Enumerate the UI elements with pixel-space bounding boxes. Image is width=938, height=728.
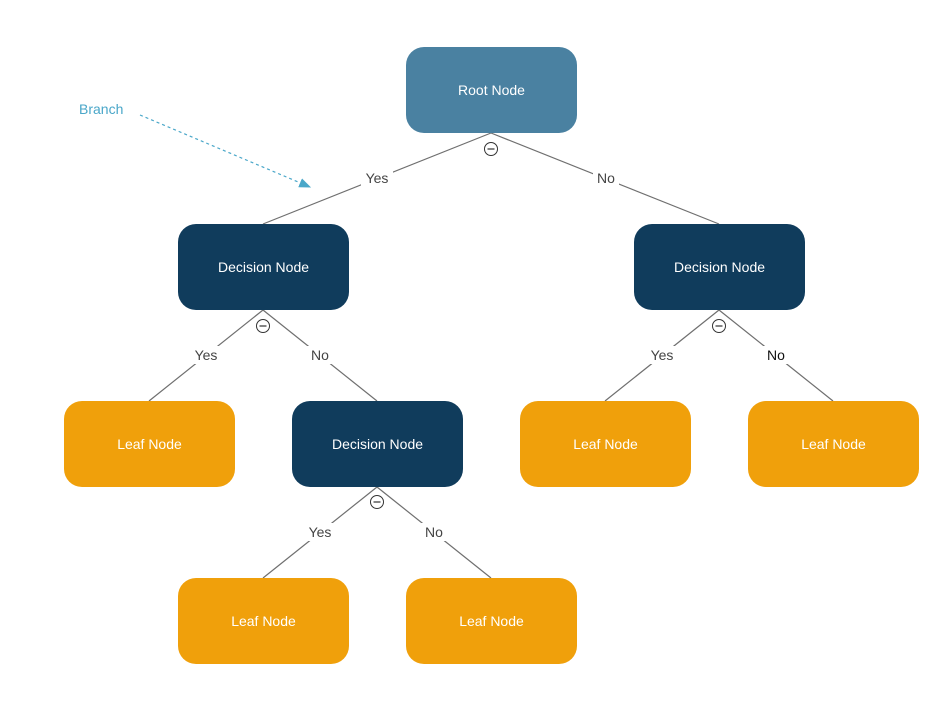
leaf-node-label: Leaf Node bbox=[573, 436, 638, 452]
leaf-node-label: Leaf Node bbox=[459, 613, 524, 629]
branch-label: Branch bbox=[79, 101, 123, 117]
decision-node-label: Decision Node bbox=[331, 436, 424, 452]
edge-label-right-no: No bbox=[767, 347, 785, 363]
leaf-node-4[interactable]: Leaf Node bbox=[178, 578, 349, 664]
decision-node-right[interactable]: Decision Node bbox=[634, 224, 805, 310]
root-node-label: Root Node bbox=[458, 82, 525, 98]
leaf-node-label: Leaf Node bbox=[801, 436, 866, 452]
collapse-left-icon[interactable] bbox=[256, 319, 270, 333]
decision-node-mid[interactable]: Decision Node bbox=[292, 401, 463, 487]
leaf-node-label: Leaf Node bbox=[117, 436, 182, 452]
decision-node-left[interactable]: Decision Node bbox=[178, 224, 349, 310]
edge-label-mid-no: No bbox=[425, 524, 443, 540]
edge-label-root-no: No bbox=[597, 170, 615, 186]
leaf-node-2[interactable]: Leaf Node bbox=[520, 401, 691, 487]
leaf-node-3[interactable]: Leaf Node bbox=[748, 401, 919, 487]
leaf-node-label: Leaf Node bbox=[231, 613, 296, 629]
edge-label-mid-yes: Yes bbox=[309, 524, 332, 540]
leaf-node-1[interactable]: Leaf Node bbox=[64, 401, 235, 487]
branch-arrow bbox=[139, 114, 312, 188]
collapse-mid-icon[interactable] bbox=[370, 495, 384, 509]
edge-label-left-yes: Yes bbox=[195, 347, 218, 363]
decision-node-label: Decision Node bbox=[217, 259, 310, 275]
collapse-root-icon[interactable] bbox=[484, 142, 498, 156]
root-node[interactable]: Root Node bbox=[406, 47, 577, 133]
leaf-node-5[interactable]: Leaf Node bbox=[406, 578, 577, 664]
edge-label-right-yes: Yes bbox=[651, 347, 674, 363]
edge-label-root-yes: Yes bbox=[366, 170, 389, 186]
decision-node-label: Decision Node bbox=[673, 259, 766, 275]
edge-label-left-no: No bbox=[311, 347, 329, 363]
collapse-right-icon[interactable] bbox=[712, 319, 726, 333]
